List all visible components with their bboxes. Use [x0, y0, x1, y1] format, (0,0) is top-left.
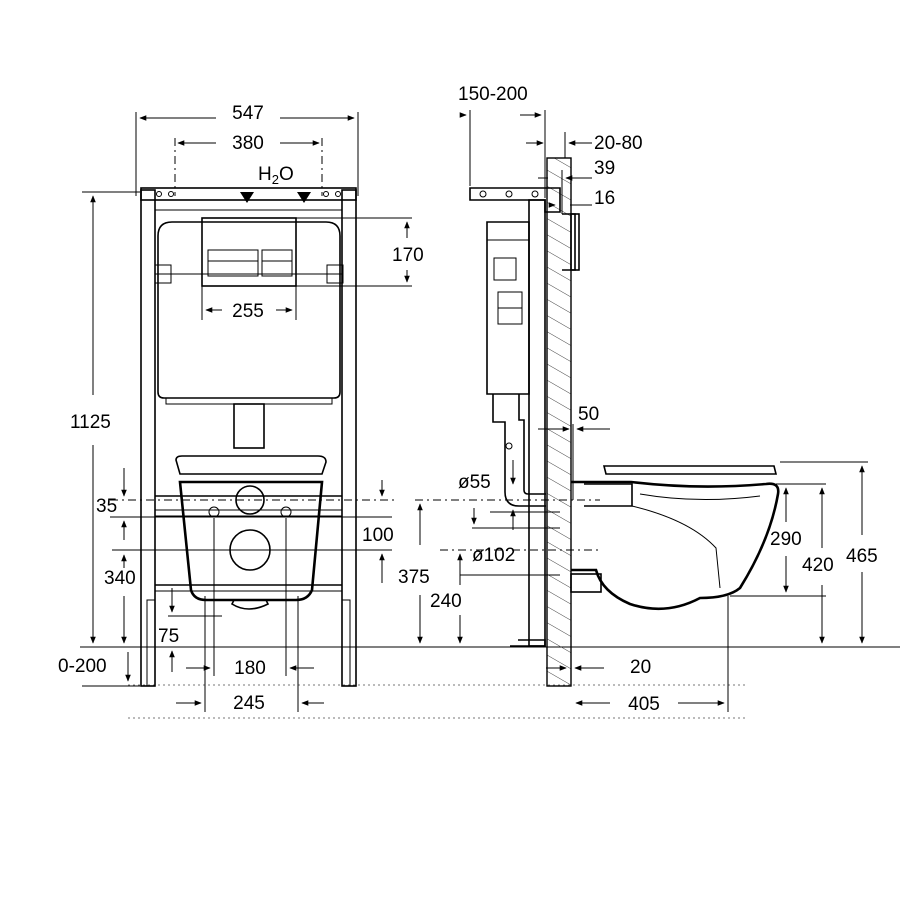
dim-290: 290 [770, 529, 802, 550]
side-dimension-lines [415, 110, 868, 712]
side-labels: 150-200 20-80 39 16 50 ø55 ø102 375 240 … [398, 84, 878, 715]
h2o-label: H2O [258, 164, 294, 187]
front-labels: 547 380 H2O 1125 170 255 35 100 340 75 0… [58, 103, 424, 714]
dim-35: 35 [96, 496, 117, 517]
dim-380: 380 [232, 133, 264, 154]
floor-lines [80, 646, 900, 719]
front-pan [175, 455, 327, 610]
dim-1125: 1125 [70, 412, 111, 433]
side-frame [469, 157, 580, 687]
dim-255: 255 [232, 301, 264, 322]
dim-405: 405 [628, 694, 660, 715]
dim-20-80: 20-80 [594, 133, 643, 154]
dim-16: 16 [594, 188, 615, 209]
dim-150-200: 150-200 [458, 84, 528, 105]
dim-375: 375 [398, 567, 430, 588]
dim-245: 245 [233, 693, 265, 714]
dim-180: 180 [234, 658, 266, 679]
dim-465: 465 [846, 546, 878, 567]
dim-0-200: 0-200 [58, 656, 107, 677]
dim-340: 340 [104, 568, 136, 589]
dim-100: 100 [362, 525, 394, 546]
dim-240: 240 [430, 591, 462, 612]
dim-20: 20 [630, 657, 651, 678]
dim-39: 39 [594, 158, 615, 179]
dim-170: 170 [392, 245, 424, 266]
dim-547: 547 [232, 103, 264, 124]
front-dimension-lines [82, 112, 412, 712]
dim-420: 420 [802, 555, 834, 576]
front-frame [140, 187, 357, 687]
side-pan [570, 465, 780, 611]
dim-75: 75 [158, 626, 179, 647]
dim-o102: ø102 [472, 545, 515, 566]
dim-o55: ø55 [458, 472, 491, 493]
dim-50: 50 [578, 404, 599, 425]
